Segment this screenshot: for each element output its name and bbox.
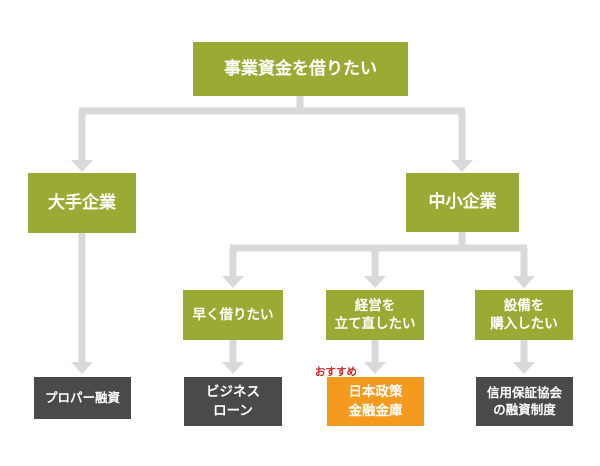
result-jfc-line2: 金融金庫 — [348, 402, 403, 419]
option-rebuild-node: 経営を 立て直したい — [326, 290, 424, 340]
arrowhead-guarantee — [513, 362, 535, 374]
option-equipment-line2: 購入したい — [490, 316, 558, 332]
connector-options-to-results — [229, 340, 528, 364]
result-guarantee-line1: 信用保証協会 — [486, 384, 562, 400]
arrowhead-quick — [222, 276, 244, 288]
result-business-line1: ビジネス — [206, 384, 260, 401]
option-equipment-line1: 設備を — [503, 297, 545, 314]
arrowhead-large — [71, 160, 93, 172]
result-guarantee-node: 信用保証協会 の融資制度 — [476, 377, 573, 426]
option-equipment-node: 設備を 購入したい — [475, 290, 573, 340]
small-company-node: 中小企業 — [406, 173, 519, 232]
arrowhead-rebuild — [364, 276, 386, 288]
arrowhead-small — [451, 160, 473, 172]
connector-small-split — [229, 232, 528, 278]
result-jfc-node: 日本政策 金融金庫 — [327, 377, 424, 426]
result-guarantee-line2: の融資制度 — [493, 401, 556, 417]
option-rebuild-line1: 経営を — [354, 297, 396, 314]
result-proper-loan-node: プロパー融資 — [34, 377, 131, 419]
arrowhead-proper — [71, 362, 93, 374]
arrowhead-business — [222, 362, 244, 374]
arrowhead-jfc — [364, 362, 386, 374]
result-jfc-line1: 日本政策 — [348, 384, 403, 401]
recommended-badge: おすすめ — [315, 366, 357, 378]
connector-root-split — [78, 96, 466, 162]
result-business-line2: ローン — [213, 402, 253, 419]
option-rebuild-line2: 立て直したい — [334, 316, 416, 332]
root-node: 事業資金を借りたい — [193, 42, 408, 96]
result-business-loan-node: ビジネス ローン — [184, 377, 282, 426]
large-company-node: 大手企業 — [28, 173, 136, 233]
option-quick-node: 早く借りたい — [183, 290, 283, 340]
arrowhead-equipment — [513, 276, 535, 288]
